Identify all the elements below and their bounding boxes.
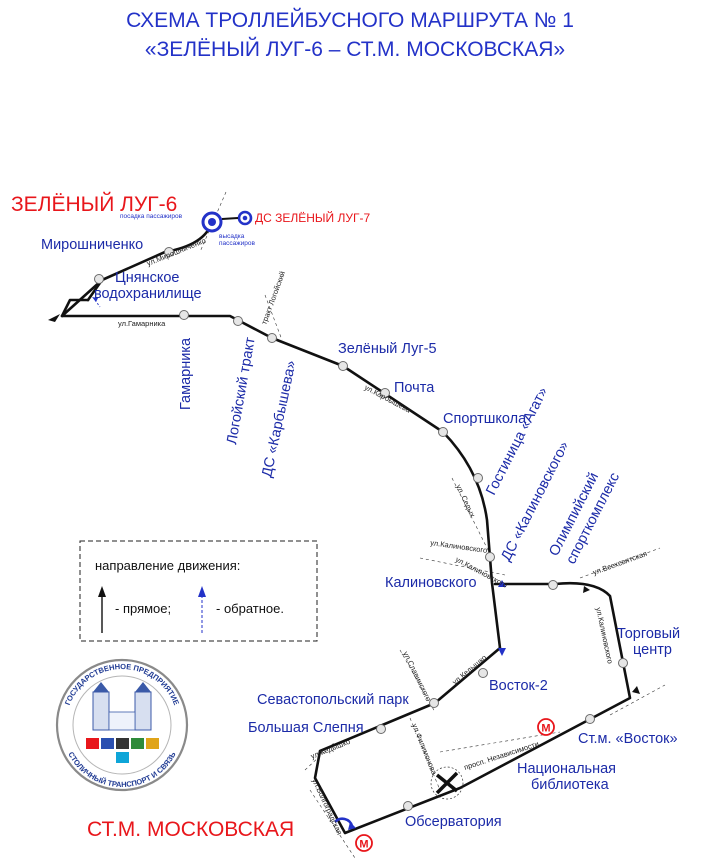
legend-reverse-text: - обратное. [216, 601, 284, 616]
terminal-north-label: ЗЕЛЁНЫЙ ЛУГ-6 [11, 192, 177, 216]
street-label-kalinovskogo: ул.Калиновского [430, 538, 488, 555]
stop-dot-sevastopol [429, 698, 439, 708]
street-label-volgogradskaya: ул.Волгоградская [310, 777, 344, 836]
stop-dot-logoysky [233, 316, 243, 326]
street-label-kedyshko-2: ул.Кедышко [309, 737, 351, 761]
street-label-logoysky: тракт Логойский [259, 270, 287, 326]
stop-dot-zeleny-lug-5 [338, 361, 348, 371]
stop-dot-vostok-2 [478, 668, 488, 678]
stop-dot-agat [473, 473, 483, 483]
stop-label-logoysky: Логойский тракт [224, 336, 259, 446]
street-label-sedykh: ул. Седых [454, 483, 477, 519]
alighting-label-2: пассажиров [219, 240, 255, 247]
legend: направление движения: - прямое; - обратн… [79, 540, 318, 642]
alighting-label-1: высадка [219, 233, 245, 240]
title-line-1: СХЕМА ТРОЛЛЕЙБУСНОГО МАРШРУТА № 1 [126, 8, 574, 32]
street-label-vseslavskaya: ул.Всехсвятская [592, 549, 649, 577]
stop-label-observatoria: Обсерватория [405, 814, 502, 830]
stop-dot-torgovy [618, 658, 628, 668]
title-line-2: «ЗЕЛЁНЫЙ ЛУГ-6 – СТ.М. МОСКОВСКАЯ» [145, 37, 565, 61]
stop-label-torgovy-1: Торговый [617, 626, 680, 642]
logo-tile-icon [131, 738, 144, 749]
interchange-icon [430, 766, 464, 800]
direction-arrows [48, 297, 640, 694]
metro-marker-moskovskaya: М [355, 834, 373, 852]
stop-markers [94, 247, 628, 811]
stop-dot-slepnya [376, 724, 386, 734]
logo-tower-icon [134, 691, 152, 731]
metro-icon [355, 834, 373, 852]
terminal-south-label: СТ.М. МОСКОВСКАЯ [87, 818, 294, 841]
stop-label-karbysheva: ДС «Карбышева» [259, 359, 299, 479]
logo-tile-icon [101, 738, 114, 749]
svg-text:М: М [359, 839, 368, 851]
stop-label-vostok-2: Восток-2 [489, 678, 548, 694]
stop-label-sevastopol: Севастопольский парк [257, 692, 409, 708]
logo-tile-icon [116, 738, 129, 749]
stop-dot-kalinovskogo-ds [485, 552, 495, 562]
metro-marker-vostok: М [537, 718, 555, 736]
street-label-filimonova: ул.Филимонова [410, 722, 439, 776]
logo-tile-icon [86, 738, 99, 749]
stop-dot-pochta [380, 388, 390, 398]
stop-dot-karbysheva [267, 333, 277, 343]
north-terminal [201, 210, 253, 233]
stop-label-tsnyanskoe-1: Цнянское [115, 270, 179, 286]
stop-label-kalinovskogo: Калиновского [385, 575, 477, 591]
stop-dot-gamarnika [179, 310, 189, 320]
stop-label-st-vostok: Ст.м. «Восток» [578, 731, 678, 747]
street-label-kalinovskogo-3: ул.Калиновского [594, 607, 615, 665]
legend-forward-text: - прямое; [115, 601, 171, 616]
stop-label-miroshnichenko: Мирошниченко [41, 237, 143, 253]
stop-dot-observatoria [403, 801, 413, 811]
depot-label: ДС ЗЕЛЁНЫЙ ЛУГ-7 [255, 210, 371, 225]
svg-text:М: М [541, 723, 550, 735]
street-label-miroshnichenko: ул.Мирошниченко [145, 236, 207, 268]
stop-label-pochta: Почта [394, 380, 435, 396]
stop-dot-miroshnichenko [164, 247, 174, 257]
stop-label-gamarnika: Гамарника [178, 337, 194, 410]
stop-label-slepnya: Большая Слепня [248, 720, 364, 736]
stop-dot-olimp [548, 580, 558, 590]
stop-label-sportshkola: Спортшкола [443, 411, 527, 427]
stop-dot-tsnyanskoe [94, 274, 104, 284]
stop-label-library-1: Национальная [517, 761, 616, 777]
logo-tower-icon [92, 691, 110, 731]
stop-label-library-2: библиотека [531, 777, 610, 793]
logo-tile-icon [116, 752, 129, 763]
stop-label-tsnyanskoe-2: водохранилище [94, 286, 202, 302]
legend-heading: направление движения: [95, 558, 240, 573]
logo-tile-icon [146, 738, 159, 749]
stop-label-zeleny-lug-5: Зелёный Луг-5 [338, 341, 437, 357]
boarding-label: посадка пассажиров [120, 213, 183, 220]
metro-icon [537, 718, 555, 736]
stop-label-torgovy-2: центр [633, 642, 672, 658]
stop-dot-sportshkola [438, 427, 448, 437]
stop-dot-st-vostok [585, 714, 595, 724]
company-logo: ГОСУДАРСТВЕННОЕ ПРЕДПРИЯТИЕ СТОЛИЧНЫЙ ТР… [55, 658, 189, 792]
street-label-gamarnika: ул.Гамарника [118, 319, 166, 328]
